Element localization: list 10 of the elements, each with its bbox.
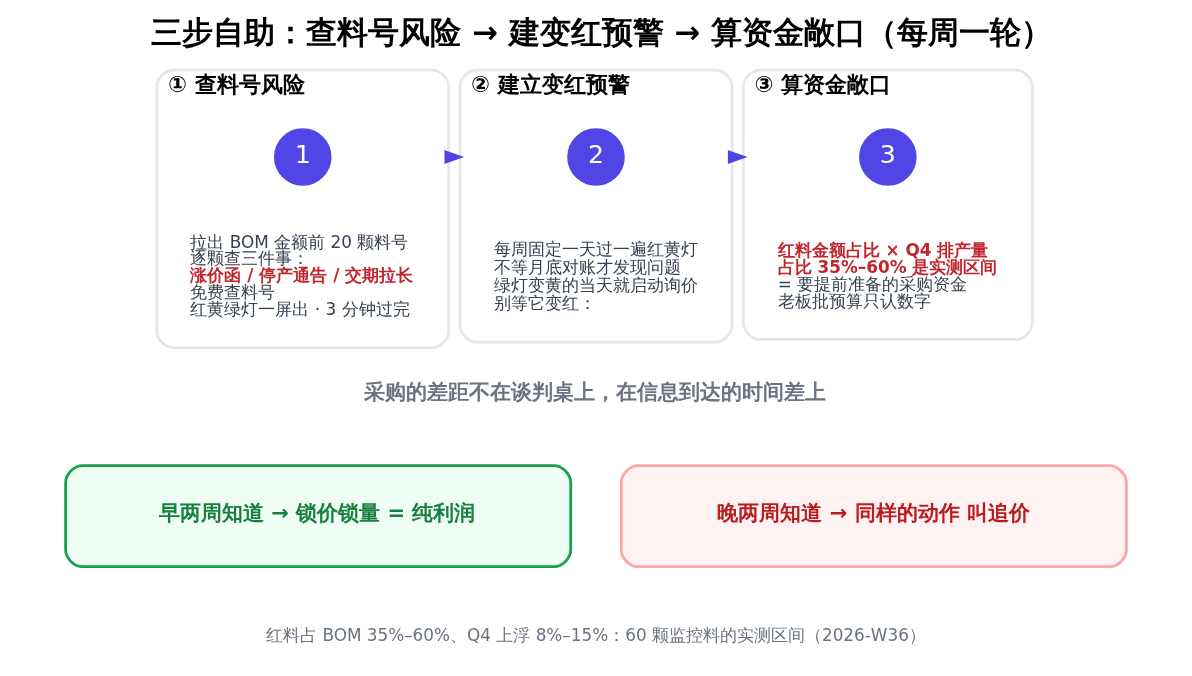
node-box: 晚两周知道 → 同样的动作 叫追价 bbox=[619, 464, 1128, 569]
arrow bbox=[727, 150, 748, 164]
label: 采购的差距不在谈判桌上，在信息到达的时间差上 bbox=[363, 379, 826, 405]
arrow bbox=[444, 150, 465, 164]
caption: 红料占 BOM 35%–60%、Q4 上浮 8%–15%：60 颗监控料的实测区间（2026-W36） bbox=[266, 625, 926, 646]
node-box: 早两周知道 → 锁价锁量 = 纯利润 bbox=[64, 464, 573, 569]
node-circle: 2 bbox=[567, 128, 625, 186]
node-circle: 1 bbox=[274, 128, 332, 186]
node-circle: 3 bbox=[859, 128, 917, 186]
diagram-title: 三步自助：查料号风险 → 建变红预警 → 算资金敞口（每周一轮） bbox=[151, 13, 1052, 50]
